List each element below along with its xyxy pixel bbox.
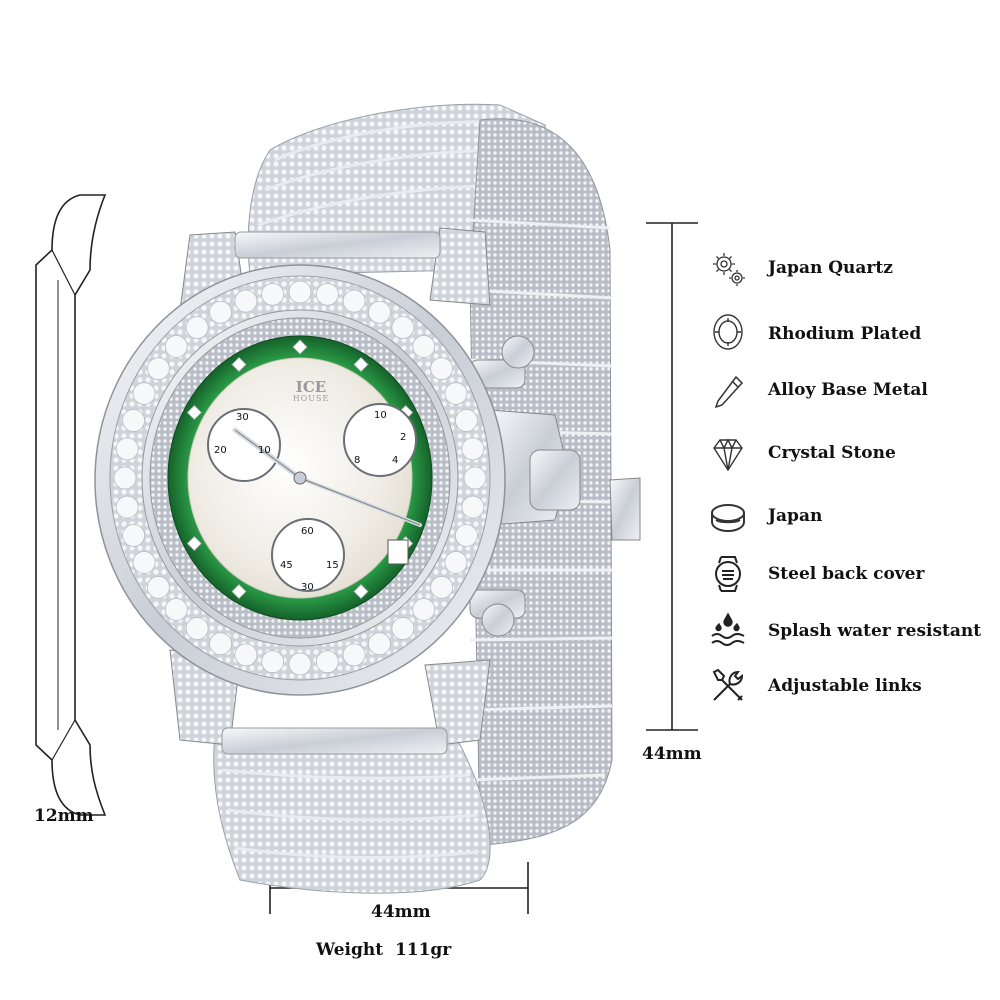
hour-marker (231, 583, 247, 600)
height-label: 44mm (642, 744, 702, 764)
bezel-stone (288, 652, 312, 676)
gears-icon (713, 253, 745, 286)
hour-marker (186, 535, 202, 552)
hour-marker (231, 356, 247, 373)
bezel-stone (342, 289, 366, 313)
bezel-stone (315, 650, 339, 674)
water-drops-icon (711, 612, 745, 646)
bezel-stone (164, 598, 188, 621)
bezel-stone (261, 650, 285, 674)
bezel-stone (430, 575, 453, 599)
bezel-stone (368, 632, 391, 656)
feature-label-alloy-base-metal: Alloy Base Metal (768, 380, 928, 400)
feature-label-crystal-stone: Crystal Stone (768, 443, 896, 463)
hour-marker (292, 339, 308, 355)
bezel-stone (342, 643, 366, 667)
battery-coin-icon (711, 504, 745, 533)
bezel-stone (234, 643, 258, 667)
bezel-stone (115, 437, 139, 461)
bezel-stone (412, 598, 436, 621)
bezel-stone (132, 382, 156, 405)
bezel-stone (122, 409, 145, 432)
bezel-stone (147, 575, 170, 599)
watch-case-icon (713, 314, 743, 350)
weight-label: Weight (316, 940, 384, 960)
weight-value: 111gr (394, 940, 452, 960)
bezel-stone (430, 357, 453, 381)
feature-label-japan: Japan (768, 506, 823, 526)
pen-nib-icon (714, 375, 744, 409)
bezel-stone (132, 551, 156, 574)
feature-label-splash-water-resistant: Splash water resistant (768, 621, 982, 641)
bezel-stone (147, 357, 170, 381)
hour-marker (186, 404, 202, 421)
bezel-stone (261, 282, 285, 306)
tools-icon (712, 668, 744, 701)
bezel-stone (209, 632, 232, 656)
bezel-stone (113, 466, 137, 490)
bezel-stone (164, 335, 188, 358)
feature-label-adjustable-links: Adjustable links (768, 676, 922, 696)
bezel-stone (444, 551, 468, 574)
bezel-stone (455, 524, 478, 547)
hour-marker (353, 356, 369, 373)
bezel-stone (463, 466, 487, 490)
width-label: 44mm (371, 902, 431, 922)
weight-text: Weight 111gr (316, 940, 451, 960)
bezel-stone (122, 524, 145, 547)
bezel-stone (412, 335, 436, 358)
bezel-stone (115, 495, 139, 519)
bezel-stone (461, 495, 485, 519)
brand-logo: ICE HOUSE (292, 378, 330, 403)
bezel-stone (391, 316, 415, 339)
bezel-stone (209, 300, 232, 324)
bezel-stone (185, 617, 209, 640)
bezel-stone (391, 617, 415, 640)
thickness-label: 12mm (34, 806, 94, 826)
bezel-stone (288, 280, 312, 304)
bezel-stone (455, 409, 478, 432)
feature-label-rhodium-plated: Rhodium Plated (768, 324, 922, 344)
watch-back-icon (715, 556, 741, 592)
bezel-stone (185, 316, 209, 339)
bezel-stone (315, 282, 339, 306)
bezel-stone (461, 437, 485, 461)
bezel-stone (368, 300, 391, 324)
hour-marker (353, 583, 369, 600)
bezel-stone (234, 289, 258, 313)
feature-label-japan-quartz: Japan Quartz (768, 258, 893, 278)
diamond-icon (713, 438, 743, 472)
feature-label-steel-back-cover: Steel back cover (768, 564, 925, 584)
bezel-stone (444, 382, 468, 405)
